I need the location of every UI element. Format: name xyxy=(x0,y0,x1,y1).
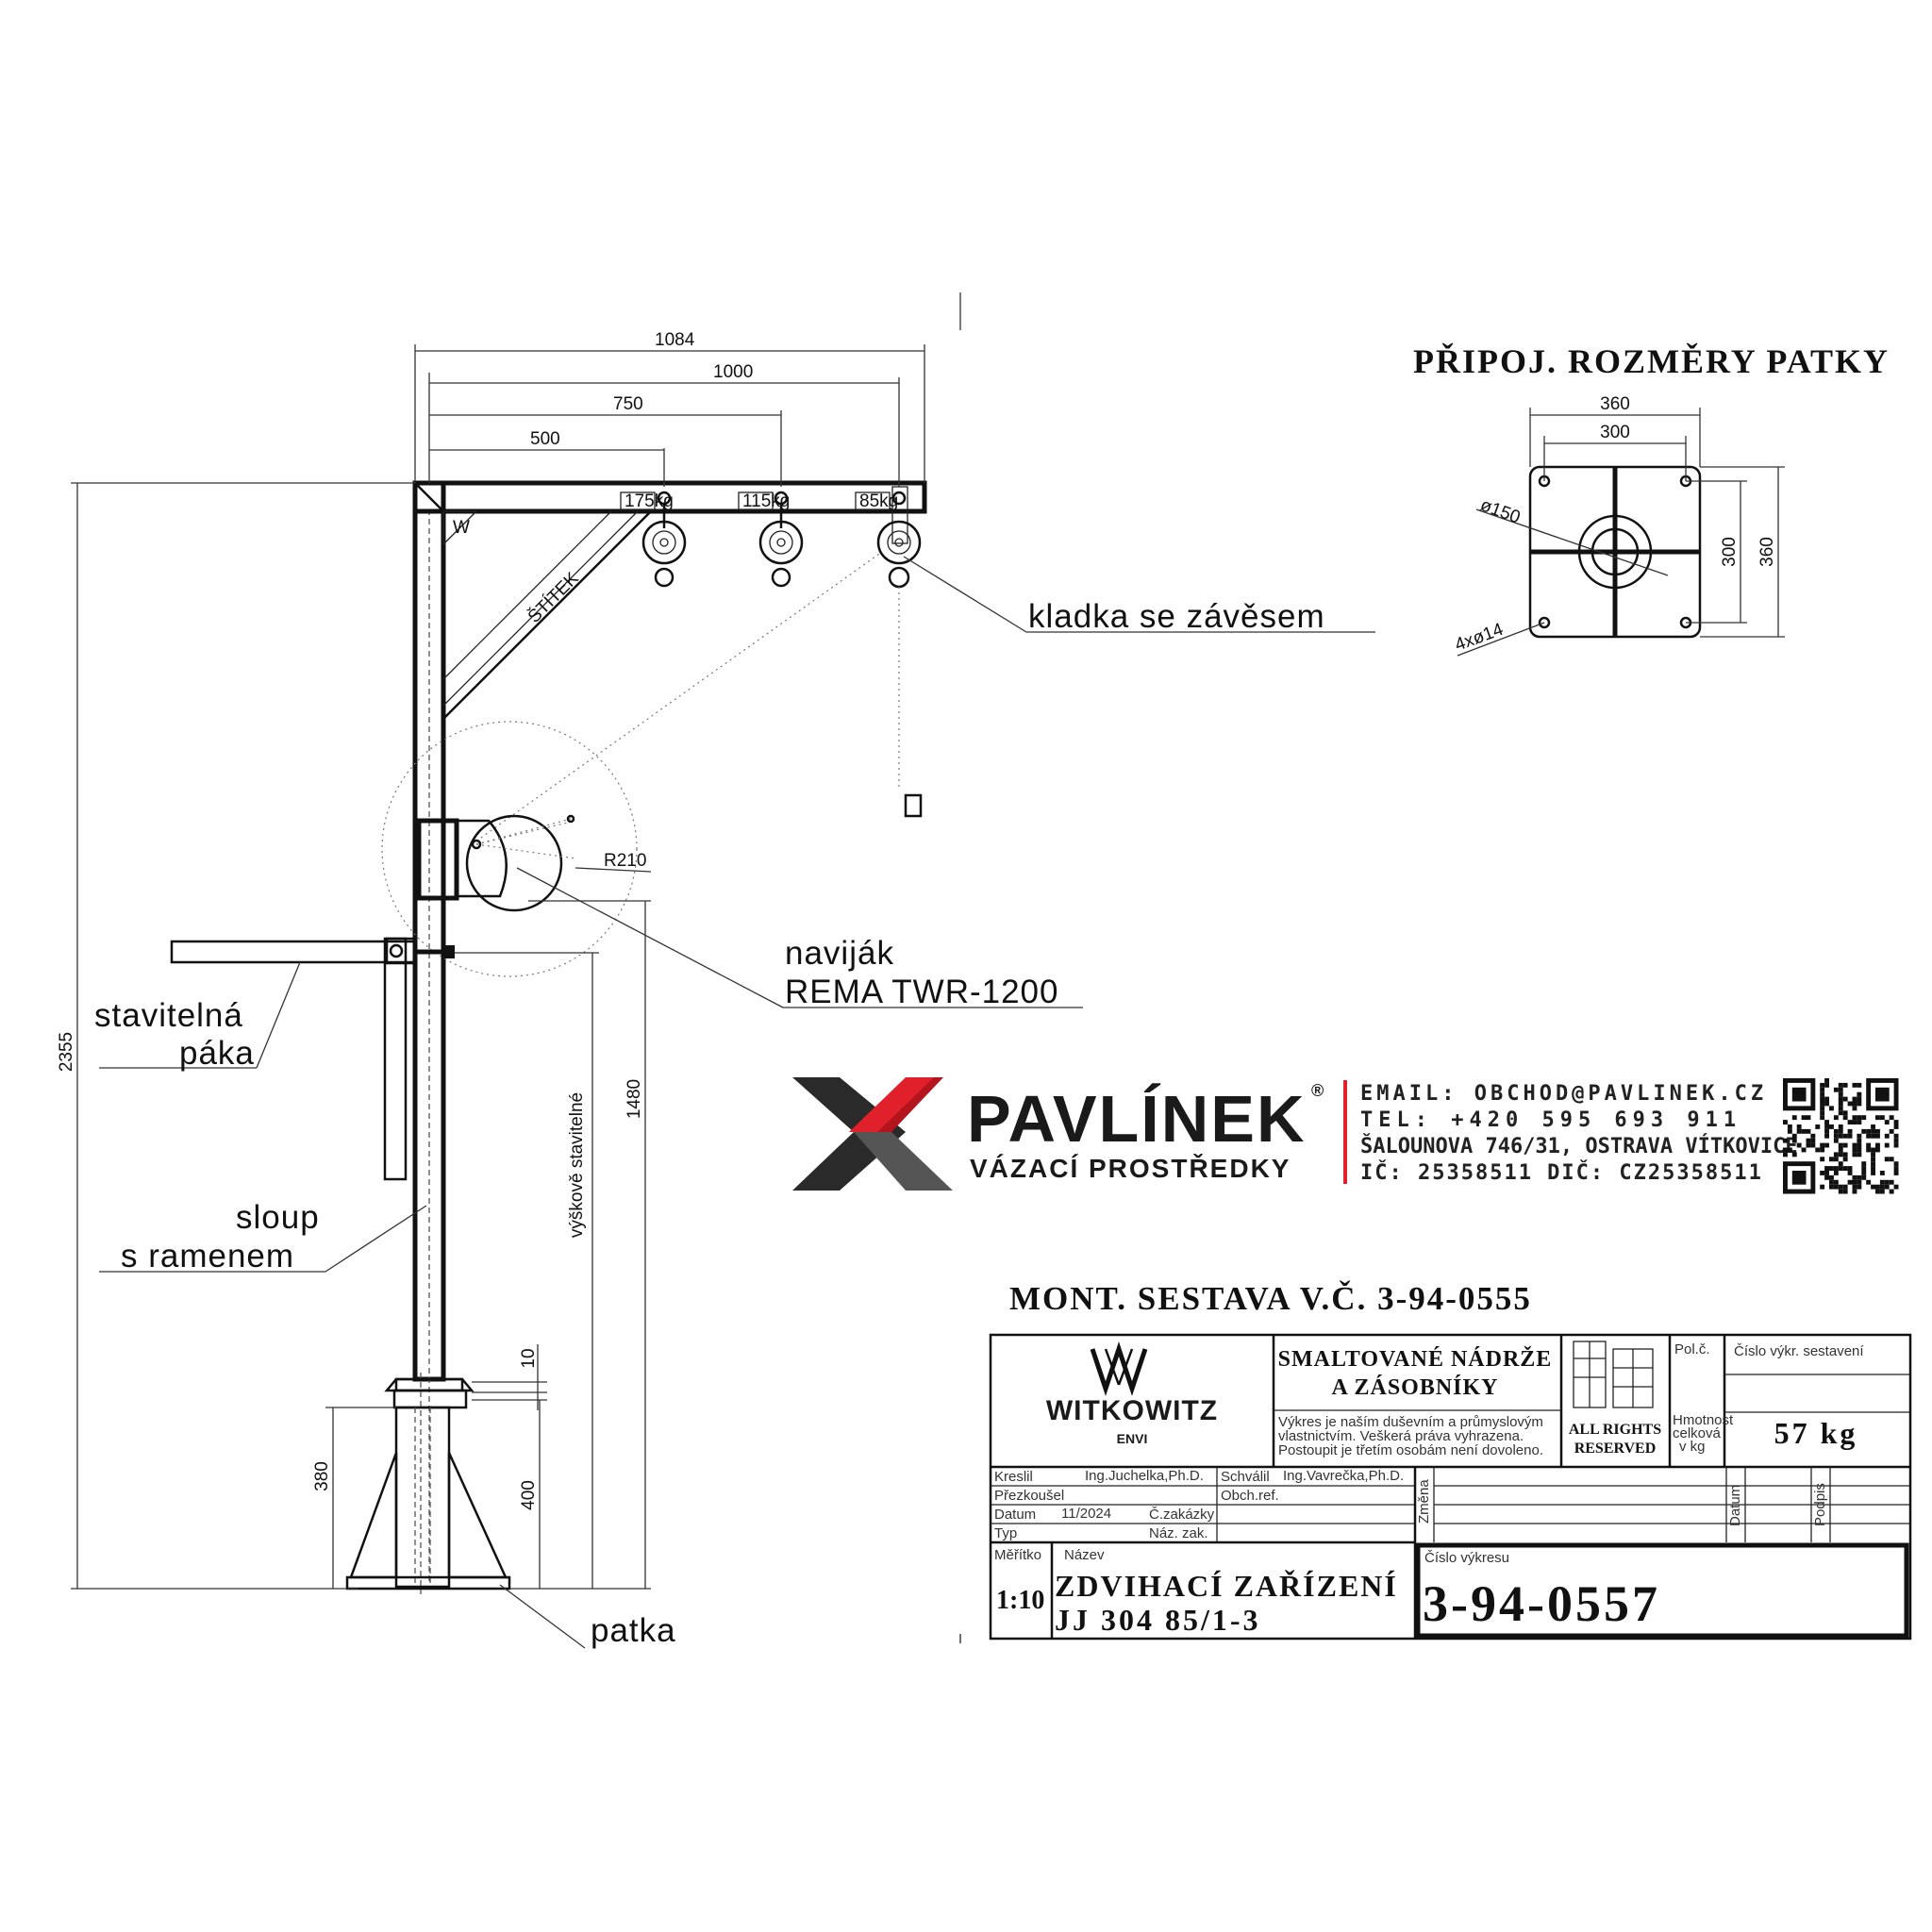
dim-300-side: 300 xyxy=(1720,537,1740,567)
schvalil-label: Schválil xyxy=(1221,1469,1270,1485)
rights-2: RESERVED xyxy=(1574,1441,1657,1457)
foot-detail-title: PŘIPOJ. ROZMĚRY PATKY xyxy=(1413,342,1890,380)
obch-ref-label: Obch.ref. xyxy=(1221,1488,1279,1504)
cislo-vykresu-value: 3-94-0557 xyxy=(1423,1575,1660,1632)
winch: R210 xyxy=(381,721,652,977)
dim-d150: ø150 xyxy=(1477,495,1523,528)
label-paka: páka xyxy=(179,1035,255,1072)
title-block: WITKOWITZ ENVI SMALTOVANÉ NÁDRŽE A ZÁSOB… xyxy=(989,1333,1912,1641)
assembly-reference: MONT. SESTAVA V.Č. 3-94-0555 xyxy=(1009,1279,1532,1317)
product-line-1: SMALTOVANÉ NÁDRŽE xyxy=(1278,1346,1553,1372)
dim-1000: 1000 xyxy=(713,362,753,382)
stitek-label: ŠTÍTEK xyxy=(524,568,583,627)
capacity-label: 175kg xyxy=(625,491,674,511)
dim-400: 400 xyxy=(519,1480,539,1510)
arm xyxy=(412,480,927,514)
company-name: WITKOWITZ xyxy=(1046,1395,1218,1426)
kreslil-value: Ing.Juchelka,Ph.D. xyxy=(1085,1468,1204,1484)
base-foot xyxy=(345,1373,511,1594)
brand-reg: ® xyxy=(1311,1081,1324,1100)
dim-r210: R210 xyxy=(604,851,646,871)
meritko-label: Měřítko xyxy=(994,1547,1041,1563)
brand-contact: EMAIL: OBCHOD@PAVLINEK.CZ TEL: +420 595 … xyxy=(1360,1082,1798,1185)
adjustable-lever xyxy=(170,937,455,1181)
capacity-label: 115kg xyxy=(742,491,790,511)
witkowitz-logo-icon xyxy=(1090,1341,1148,1396)
silo-icon xyxy=(1573,1341,1654,1408)
pulley-1 xyxy=(620,491,687,588)
label-navijak-model: REMA TWR-1200 xyxy=(785,974,1059,1010)
label-kladka: kladka se závěsem xyxy=(1028,598,1325,635)
nazev-line-2: JJ 304 85/1-3 xyxy=(1055,1603,1261,1637)
copyright-3: Postoupit je třetím osobám není dovoleno… xyxy=(1278,1442,1543,1458)
dim-360-top: 360 xyxy=(1600,394,1630,414)
hmotnost-3: v kg xyxy=(1679,1439,1706,1455)
datum-rev-label: Datum xyxy=(1727,1485,1743,1526)
label-stavitelna: stavitelná xyxy=(94,997,243,1034)
dim-10: 10 xyxy=(519,1348,539,1368)
label-s-ramenem: s ramenem xyxy=(121,1238,294,1274)
capacity-label: 85kg xyxy=(859,491,898,511)
dim-holes: 4xø14 xyxy=(1453,620,1507,656)
dim-360-side: 360 xyxy=(1757,537,1777,567)
cislo-sestaveni-label: Číslo výkr. sestavení xyxy=(1734,1343,1864,1359)
rights-1: ALL RIGHTS xyxy=(1569,1422,1661,1438)
label-patka: patka xyxy=(591,1612,676,1649)
pol-label: Pol.č. xyxy=(1674,1341,1710,1357)
dim-500: 500 xyxy=(530,429,560,449)
pavlinek-logo: PAVLÍNEK ® VÁZACÍ PROSTŘEDKY xyxy=(792,1077,1347,1191)
datum-value: 11/2024 xyxy=(1061,1506,1111,1522)
dim-vyskove-stavitelne: výškově stavitelné xyxy=(567,1092,587,1238)
nazev-label: Název xyxy=(1064,1547,1105,1563)
c-zakazky-label: Č.zakázky xyxy=(1149,1507,1215,1523)
gusset xyxy=(441,509,655,723)
pulley-3 xyxy=(855,486,923,818)
meritko-value: 1:10 xyxy=(996,1586,1044,1615)
hmotnost-2: celková xyxy=(1673,1425,1722,1441)
podpis-label: Podpis xyxy=(1812,1483,1828,1526)
dim-1084: 1084 xyxy=(655,330,695,350)
cislo-vykresu-label: Číslo výkresu xyxy=(1424,1550,1509,1566)
dim-2355: 2355 xyxy=(57,1032,76,1072)
qr-code-icon xyxy=(1783,1078,1899,1194)
crane-drawing: ŠTÍTEK W xyxy=(57,292,1375,1649)
dimension-lines: 1084 1000 750 500 2355 1480 výškově stav… xyxy=(57,292,961,1590)
dim-1480: 1480 xyxy=(625,1079,644,1119)
brand-name: PAVLÍNEK xyxy=(967,1082,1307,1156)
dim-750: 750 xyxy=(613,394,643,414)
pulley-2 xyxy=(738,491,804,588)
hmotnost-1: Hmotnost xyxy=(1673,1412,1734,1428)
svg-text:W: W xyxy=(453,518,470,538)
schvalil-value: Ing.Vavrečka,Ph.D. xyxy=(1283,1468,1404,1484)
leaders xyxy=(99,556,1375,1649)
typ-label: Typ xyxy=(994,1525,1017,1541)
dim-380: 380 xyxy=(312,1461,332,1491)
brand-tel: TEL: +420 595 693 911 xyxy=(1360,1108,1741,1132)
product-line-2: A ZÁSOBNÍKY xyxy=(1331,1375,1498,1400)
brand-divider xyxy=(1343,1080,1347,1184)
brand-ids: IČ: 25358511 DIČ: CZ25358511 xyxy=(1360,1160,1763,1185)
copyright-2: vlastnictvím. Veškerá práva vyhrazena. xyxy=(1278,1428,1524,1444)
brand-tagline: VÁZACÍ PROSTŘEDKY xyxy=(970,1154,1291,1183)
label-sloup: sloup xyxy=(236,1199,320,1236)
hook-weight xyxy=(904,793,923,818)
copyright-1: Výkres je naším duševním a průmyslovým xyxy=(1278,1414,1543,1430)
dim-300-top: 300 xyxy=(1600,423,1630,442)
nazev-line-1: ZDVIHACÍ ZAŘÍZENÍ xyxy=(1055,1569,1398,1603)
brand-address: ŠALOUNOVA 746/31, OSTRAVA VÍTKOVICE xyxy=(1360,1134,1798,1158)
zmena-label: Změna xyxy=(1416,1479,1432,1524)
kreslil-label: Kreslil xyxy=(994,1469,1033,1485)
datum-label: Datum xyxy=(994,1507,1036,1523)
foot-detail: PŘIPOJ. ROZMĚRY PATKY 360 300 300 360 ø1… xyxy=(1413,342,1890,657)
label-navijak: naviják xyxy=(785,935,894,972)
brand-email: EMAIL: OBCHOD@PAVLINEK.CZ xyxy=(1360,1082,1767,1106)
weight-value: 57 kg xyxy=(1774,1416,1858,1450)
prezkousel-label: Přezkoušel xyxy=(994,1488,1064,1504)
company-sub: ENVI xyxy=(1117,1431,1148,1446)
naz-zak-label: Náz. zak. xyxy=(1149,1525,1208,1541)
